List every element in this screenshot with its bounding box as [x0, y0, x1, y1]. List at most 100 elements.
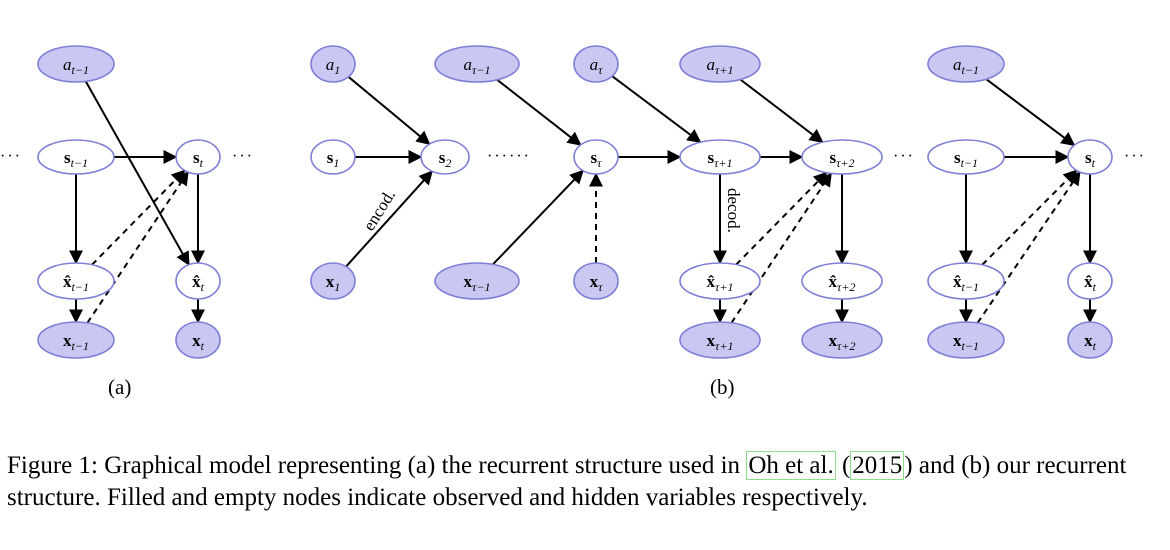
node-label: st [193, 148, 204, 170]
node-a-x1: xt−1 [37, 321, 115, 359]
citation-close: ) [904, 452, 913, 479]
node-a-xh1: x̂t−1 [37, 262, 115, 300]
node-label: sτ+2 [829, 148, 854, 170]
node-shape [37, 321, 115, 359]
node-b-xhT: x̂t [1067, 262, 1113, 300]
node-b-xT1: xt−1 [927, 321, 1005, 359]
node-b-stp1: sτ+1 [679, 139, 761, 175]
dashed-edge-b_xhT1-to-b_sT [981, 169, 1078, 266]
node-shape [927, 139, 1005, 175]
dashed-edge-a_x1-to-a_st [86, 170, 189, 324]
node-label: x̂τ+1 [707, 272, 734, 294]
node-label: s1 [327, 148, 340, 170]
edge-b_xtm1-to-b_st [492, 169, 584, 266]
dashed-edge-b_xT1-to-b_sT [976, 170, 1081, 324]
node-b-stp2: sτ+2 [801, 139, 883, 175]
ellipsis-b-middle: ······ [487, 148, 531, 165]
node-shape [37, 45, 115, 83]
node-b-st: sτ [573, 139, 619, 175]
dashed-edge-b_xhtp1-to-b_stp2 [735, 171, 828, 266]
node-b-xtm1: xτ−1 [434, 262, 520, 300]
graphical-model-diagram: at−1 st−1 st x̂t−1 x̂t xt−1 xt a1 s1 s2 x1 aτ−1 xτ−1… [0, 45, 1146, 399]
ellipsis-a-left: ··· [0, 148, 22, 165]
node-b-xhtp2: x̂τ+2 [801, 262, 883, 300]
node-shape [175, 321, 221, 359]
node-label: x̂t−1 [953, 272, 979, 294]
node-shape [573, 262, 619, 300]
node-shape [573, 45, 619, 83]
node-label: xt−1 [63, 331, 89, 353]
node-shape [927, 262, 1005, 300]
node-label: st−1 [954, 148, 978, 170]
figure-caption: Figure 1: Graphical model representing (… [7, 450, 1167, 514]
node-b-sT1: st−1 [927, 139, 1005, 175]
node-b-a1: a1 [310, 45, 356, 83]
node-label: a1 [326, 55, 341, 77]
panel-label-a: (a) [108, 375, 131, 399]
node-shape [1067, 139, 1113, 175]
node-shape [679, 139, 761, 175]
edge-b_atm1-to-b_st [496, 78, 582, 146]
node-b-sT: st [1067, 139, 1113, 175]
node-shape [801, 262, 883, 300]
node-label: x̂t [1084, 272, 1097, 294]
nodes-layer: at−1 st−1 st x̂t−1 x̂t xt−1 xt a1 s1 s2 x1 aτ−1 xτ−1… [37, 45, 1113, 359]
node-b-atp1: aτ+1 [679, 45, 761, 83]
panel-label-b: (b) [710, 375, 735, 399]
node-label: at−1 [953, 55, 979, 77]
node-label: st−1 [64, 148, 88, 170]
edge-a_at1-to-a_xht [84, 80, 190, 266]
node-b-xtp1: xτ+1 [679, 321, 761, 359]
citation-year-link[interactable]: 2015 [850, 451, 905, 480]
node-label: at−1 [63, 55, 89, 77]
node-shape [37, 262, 115, 300]
node-shape [434, 45, 520, 83]
node-label: aτ [590, 55, 604, 77]
node-b-s1: s1 [310, 139, 356, 175]
node-shape [679, 45, 761, 83]
node-shape [420, 139, 470, 175]
node-b-aT1: at−1 [927, 45, 1005, 83]
node-shape [434, 262, 520, 300]
citation-author-link[interactable]: Oh et al. [746, 451, 836, 480]
edges-layer [69, 75, 1097, 324]
caption-suffix: and (b) our recurrent structure. Filled … [7, 452, 1127, 511]
node-shape [927, 321, 1005, 359]
node-b-x1: x1 [310, 262, 356, 300]
node-label: x̂τ+2 [829, 272, 856, 294]
node-label: st [1085, 148, 1096, 170]
citation-open: ( [835, 452, 851, 479]
node-shape [573, 139, 619, 175]
node-shape [37, 139, 115, 175]
node-b-s2: s2 [420, 139, 470, 175]
node-label: xτ [590, 272, 604, 294]
ellipsis-a-right: ··· [232, 148, 254, 165]
edge-b_x1-to-b_s2 [345, 170, 434, 268]
node-b-atm1: aτ−1 [434, 45, 520, 83]
node-shape [679, 262, 761, 300]
node-label: xτ+1 [707, 331, 734, 353]
node-a-st: st [175, 139, 221, 175]
ellipsis-b-between: ··· [893, 148, 915, 165]
node-b-xhT1: x̂t−1 [927, 262, 1005, 300]
node-b-xT: xt [1067, 321, 1113, 359]
decod-edge-label: decod. [724, 188, 743, 233]
ellipsis-b-right: ··· [1124, 148, 1146, 165]
edge-b_at-to-b_stp1 [611, 75, 702, 144]
node-label: x̂t−1 [63, 272, 89, 294]
node-a-at1: at−1 [37, 45, 115, 83]
node-label: sτ [591, 148, 603, 170]
labels-layer: ··· ··· ······ ··· ··· encod. decod. (a)… [0, 148, 1146, 399]
node-label: xt [192, 331, 205, 353]
node-a-xht: x̂t [175, 262, 221, 300]
edge-b_a1-to-b_s2 [347, 76, 431, 145]
node-label: s2 [439, 148, 452, 170]
node-label: xt−1 [953, 331, 979, 353]
node-shape [175, 139, 221, 175]
node-b-at: aτ [573, 45, 619, 83]
node-shape [801, 321, 883, 359]
node-shape [310, 139, 356, 175]
node-b-xtp2: xτ+2 [801, 321, 883, 359]
node-label: sτ+1 [707, 148, 732, 170]
edge-b_atp1-to-b_stp2 [739, 78, 824, 144]
